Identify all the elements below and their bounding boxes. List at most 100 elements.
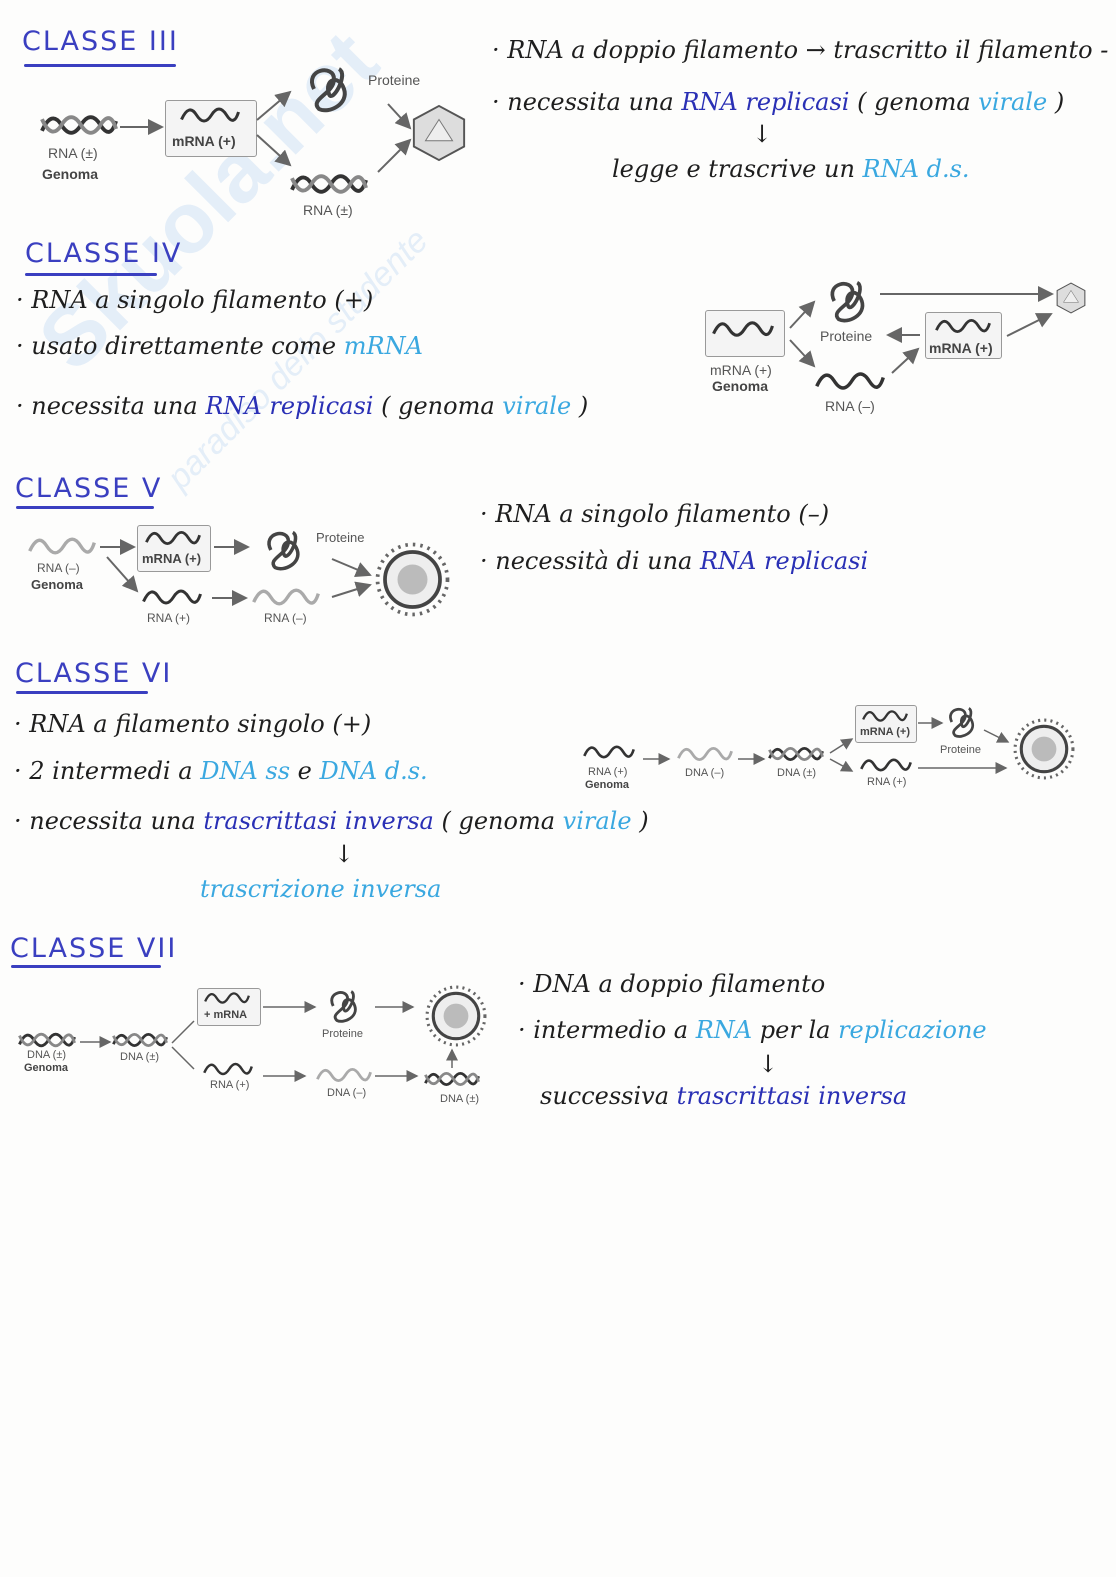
proteins-label: Proteine [322,1028,363,1040]
arrow-icon [918,762,1008,774]
rna-minus-label: RNA (–) [825,398,875,414]
text: successiva [540,1082,677,1110]
mrna-wave-icon [204,990,250,1006]
classe3-underline [24,64,176,67]
dna-minus-label: DNA (–) [327,1087,367,1099]
arrow-icon [891,347,920,374]
key-term: replicazione [838,1016,987,1044]
arrow-icon [1006,313,1053,337]
classe6-line-2: · 2 intermedi a DNA ss e DNA d.s. [14,757,428,785]
classe4-underline [25,273,157,276]
assembly-arrows-icon [377,103,412,173]
text: · RNA a doppio filamento → trascritto il… [492,36,1109,64]
rna-plus-wave-icon [203,1060,253,1078]
text: ( genoma [373,392,503,420]
arrow-icon [100,539,136,555]
arrow-icon [880,286,1054,302]
down-arrow: ↓ [758,1050,779,1078]
mrna-label: mRNA (+) [142,551,202,566]
text: · necessita una [14,807,204,835]
protein-icon [303,64,355,114]
classe7-line-2: · intermedio a RNA per la replicazione [518,1016,987,1044]
classe7-title: CLASSE VII [10,933,178,964]
rna-plus-label: RNA (+) [210,1079,250,1091]
genome-label: RNA (+) [588,766,628,778]
branch-arrows-icon [171,1020,195,1070]
classe6-line-3: · necessita una trascrittasi inversa ( g… [14,807,649,835]
proteins-label: Proteine [820,328,873,344]
dna-ds-genome-icon [18,1030,76,1050]
classe7-line-1: · DNA a doppio filamento [518,970,825,998]
classe4-line-3: · necessita una RNA replicasi ( genoma v… [16,392,588,420]
classe4-title: CLASSE IV [25,238,183,269]
genome-sub: Genoma [42,166,99,182]
branch-arrows-icon [829,738,854,772]
virion-icon [425,985,487,1047]
key-term: RNA d.s. [862,155,970,183]
virion-icon [375,542,450,617]
rna2-label: RNA (±) [303,202,353,218]
arrow-icon [886,327,920,343]
key-term: RNA [695,1016,753,1044]
classe6-underline [16,691,148,694]
protein-icon [945,705,979,739]
text: ) [571,392,589,420]
text: ) [631,807,649,835]
proteins-label: Proteine [316,530,365,545]
dna-ds-wave-icon [768,745,824,763]
rna-minus-wave-icon [252,586,320,608]
text: · RNA a singolo filamento (–) [480,500,830,528]
dna-pm2-label: DNA (±) [440,1093,480,1105]
rna-plus-label: RNA (+) [867,776,907,788]
rna-minus-label: RNA (–) [264,611,307,625]
arrow-icon [263,1070,307,1082]
classe5-line-1: · RNA a singolo filamento (–) [480,500,829,528]
mrna-label: mRNA (+) [172,133,236,149]
virion-icon [1055,282,1087,314]
arrow-icon [120,119,164,135]
key-term: RNA replicasi [205,392,374,420]
arrow-icon [106,556,139,593]
genome-label: DNA (±) [27,1049,67,1061]
genome-sub: Genoma [585,779,630,791]
genome-box [705,310,785,357]
key-term: DNA ss [200,757,291,785]
text: ( genoma [433,807,563,835]
classe3-line-2: · necessita una RNA replicasi ( genoma v… [492,88,1064,116]
arrow-icon [446,1048,458,1068]
genome-sub: Genoma [712,378,769,394]
key-term: virale [978,88,1048,116]
key-term: virale [562,807,632,835]
classe7-line-3: successiva trascrittasi inversa [540,1082,907,1110]
text: · necessità di una [480,547,700,575]
text: · RNA a filamento singolo (+) [14,710,372,738]
rna-plus-wave-icon [142,586,202,608]
text: · usato direttamente come [16,332,344,360]
arrow-icon [80,1036,112,1048]
text: · RNA a singolo filamento (+) [16,286,374,314]
arrow-icon [214,539,250,555]
text: · 2 intermedi a [14,757,201,785]
genome-label: RNA (±) [48,145,98,161]
rna-plus-genome-icon [583,743,635,761]
key-term: trascrittasi inversa [676,1082,908,1110]
key-term: virale [502,392,572,420]
proteins-label: Proteine [940,744,981,756]
text: legge e trascrive un [612,155,863,183]
dna-minus-wave-icon [677,745,733,763]
text: · necessita una [492,88,682,116]
classe6-line-1: · RNA a filamento singolo (+) [14,710,371,738]
mrna-box [137,525,211,572]
mrna-label: + mRNA [204,1009,248,1021]
classe6-title: CLASSE VI [15,658,173,689]
classe7-underline [11,965,161,968]
text: e [290,757,320,785]
classe4-line-1: · RNA a singolo filamento (+) [16,286,373,314]
mrna-box [165,100,257,157]
dna-ds-wave-icon [112,1030,168,1050]
arrow-icon [263,1001,317,1013]
rna-ds-icon [290,172,368,196]
virion-icon [1013,718,1075,780]
key-term: trascrittasi inversa [203,807,434,835]
genome-sub: Genoma [24,1062,69,1074]
